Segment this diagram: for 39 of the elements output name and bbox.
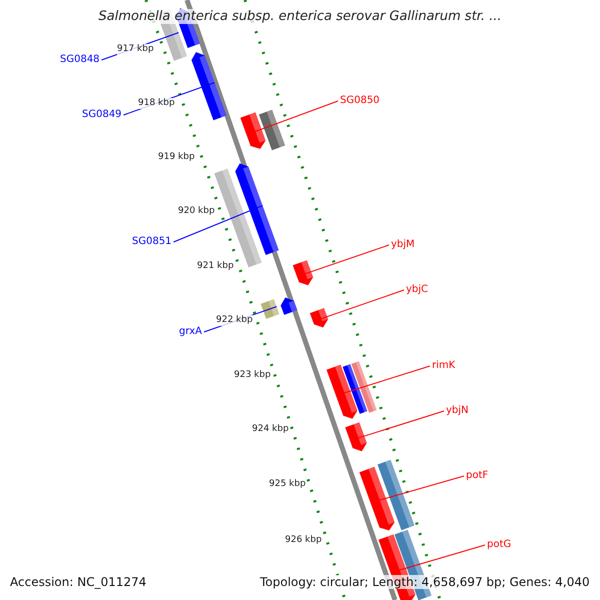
gene-feature (359, 466, 395, 530)
position-label: 919 kbp (158, 152, 195, 163)
position-label: 922 kbp (216, 315, 253, 326)
position-label: 925 kbp (269, 479, 306, 490)
gene-label: potF (466, 470, 488, 482)
position-label: 918 kbp (138, 98, 175, 109)
accession-text: Accession: NC_011274 (8, 575, 148, 589)
gene-label: SG0851 (132, 236, 172, 248)
leader-line (173, 205, 264, 242)
position-label: 921 kbp (197, 261, 234, 272)
gene-label: rimK (432, 360, 456, 372)
gene-label: SG0849 (82, 109, 122, 121)
leader-line (296, 244, 390, 278)
gene-feature (192, 52, 226, 120)
gene-label: potG (487, 539, 512, 551)
gene-feature (235, 163, 279, 255)
gene-label: SG0848 (60, 54, 100, 66)
gene-feature (240, 112, 266, 149)
gene-label: ybjM (391, 239, 415, 251)
position-label: 920 kbp (178, 206, 215, 217)
leader-line (312, 290, 404, 322)
gene-feature (292, 260, 314, 286)
leader-line (390, 544, 486, 574)
gene-label: SG0850 (340, 95, 380, 107)
gene-feature (345, 422, 367, 452)
position-label: 926 kbp (285, 535, 322, 546)
position-label: 917 kbp (117, 44, 154, 55)
gene-feature (260, 299, 280, 319)
leader-line (335, 366, 430, 396)
leader-line (246, 100, 338, 136)
position-label: 924 kbp (252, 424, 289, 435)
gene-label: grxA (179, 326, 202, 338)
leader-line (370, 476, 464, 504)
gene-feature (326, 364, 358, 419)
gene-feature (310, 308, 328, 328)
gene-label: ybjN (446, 405, 469, 417)
gene-label: ybjC (406, 284, 428, 296)
position-label: 923 kbp (234, 370, 271, 381)
leader-line (349, 410, 444, 442)
